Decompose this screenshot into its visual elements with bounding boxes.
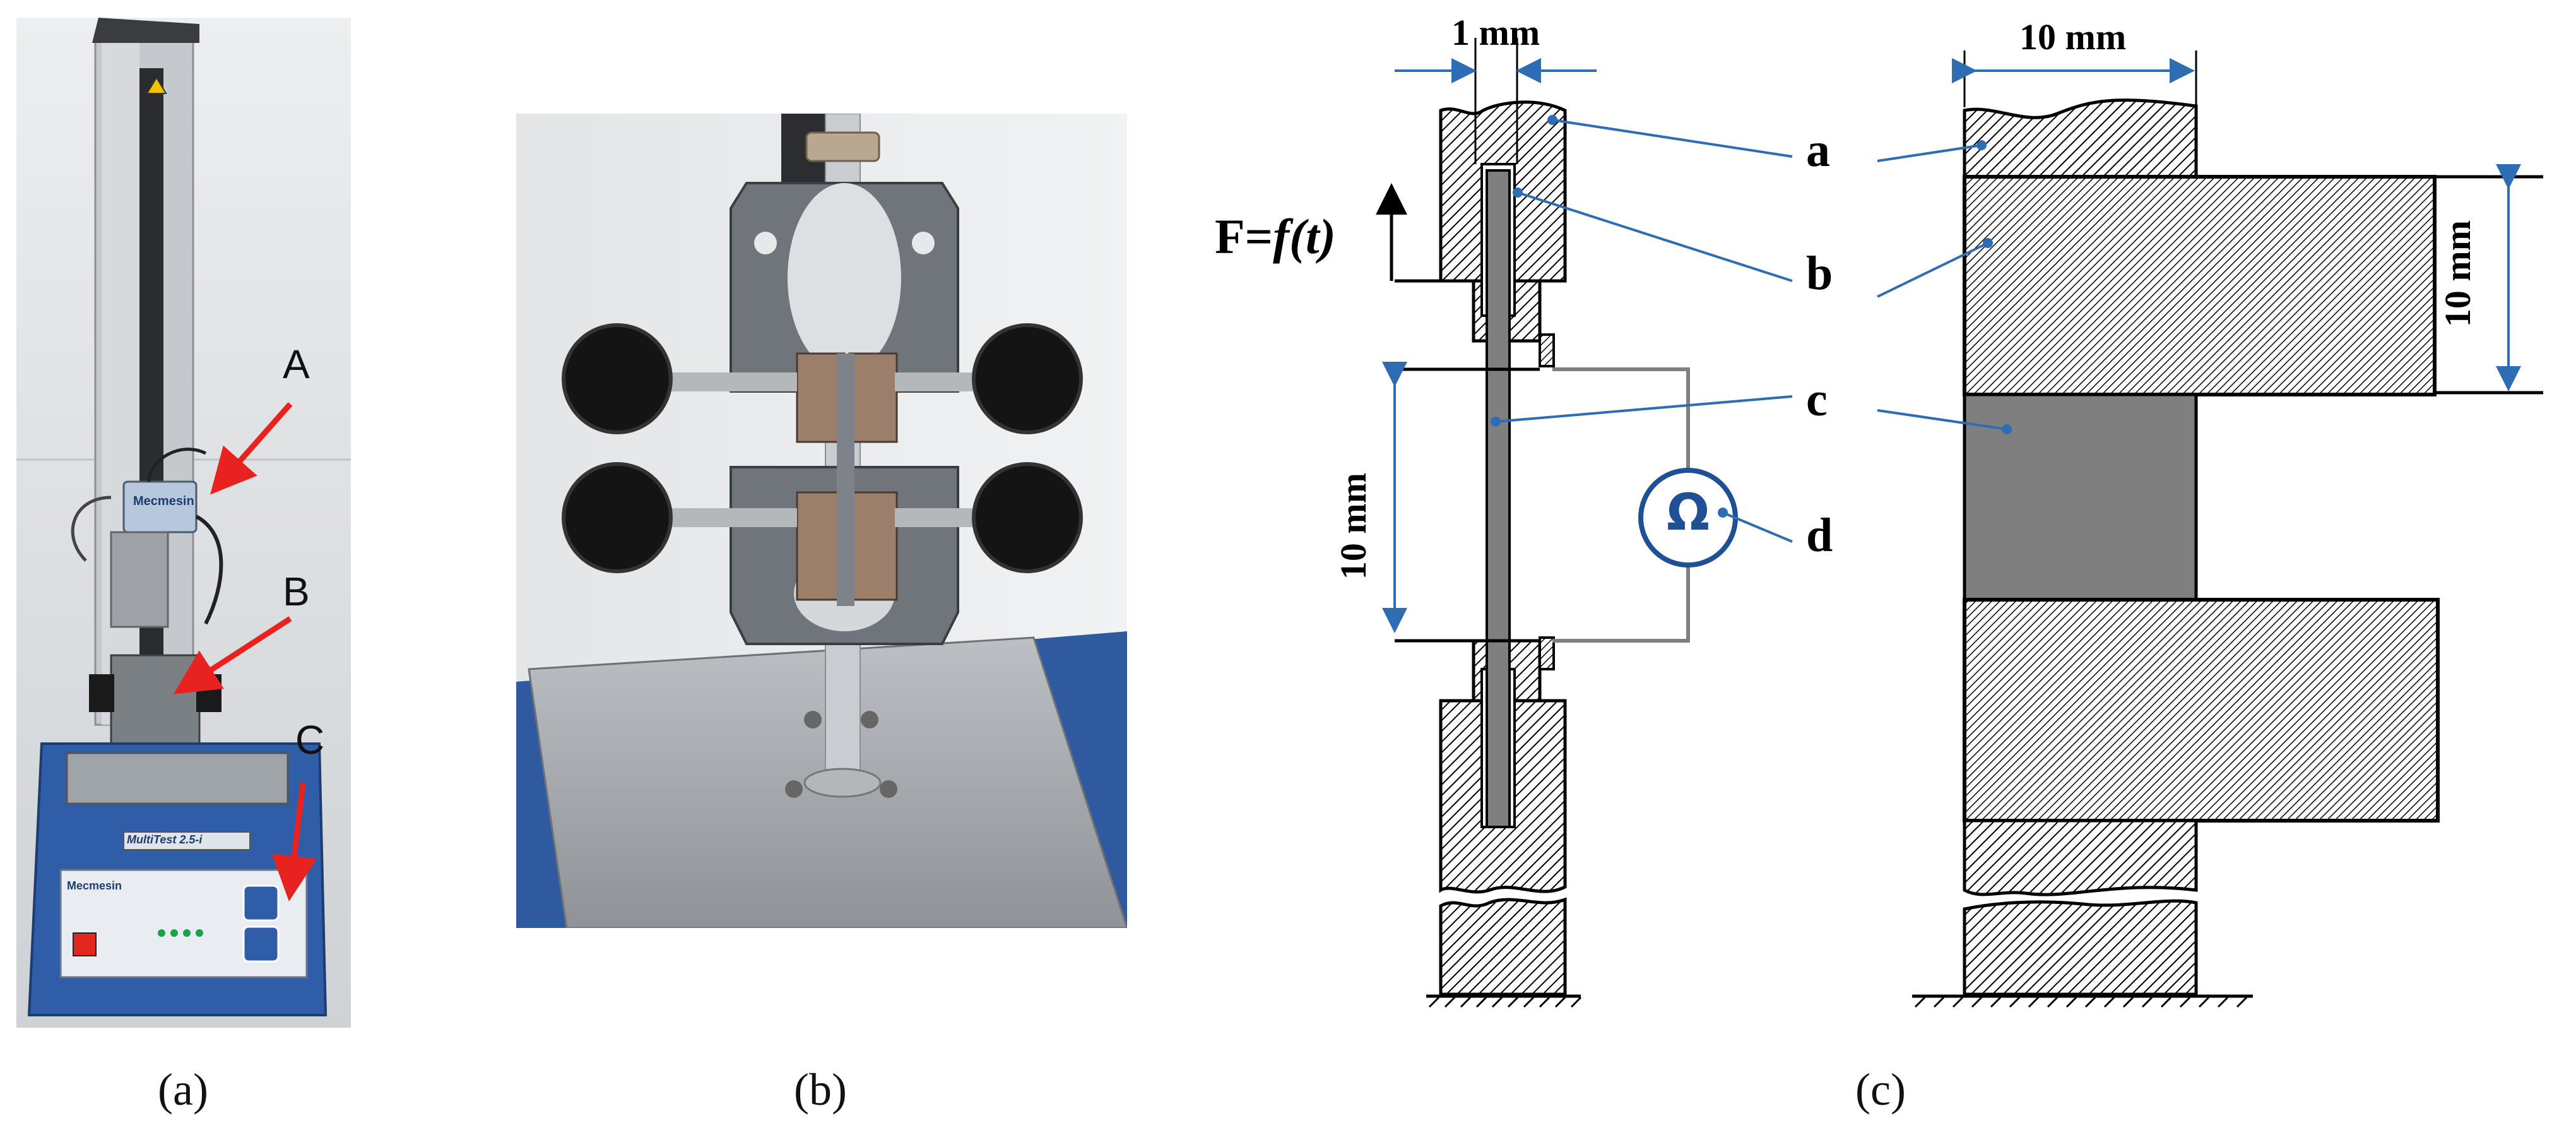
sample-strip xyxy=(1486,169,1511,828)
label-b: b xyxy=(1806,247,1833,300)
test-stand-illustration xyxy=(16,18,351,1028)
force-label-func: f(t) xyxy=(1273,209,1336,264)
panel-b-photo xyxy=(516,114,1127,928)
device-brand-label: Mecmesin xyxy=(133,494,194,508)
panel-a-photo: Mecmesin MultiTest 2.5-i Mecmesin xyxy=(16,18,351,1028)
upper-clamp-block xyxy=(1963,175,2437,396)
lower-clamp-block xyxy=(1963,598,2440,823)
grip-closeup-illustration xyxy=(516,114,1127,928)
dim-10mm-left-label: 10 mm xyxy=(1333,472,1374,580)
label-d: d xyxy=(1806,509,1833,562)
force-label-prefix: F= xyxy=(1215,209,1273,264)
caption-c: (c) xyxy=(1855,1064,1906,1115)
label-c: c xyxy=(1806,373,1828,426)
callout-C: C xyxy=(295,717,325,763)
panel-c-schematic xyxy=(1376,38,2543,1008)
dim-10mm-top-label: 10 mm xyxy=(2019,16,2127,57)
callout-B: B xyxy=(283,569,310,614)
caption-a: (a) xyxy=(158,1064,208,1115)
label-a: a xyxy=(1806,124,1830,177)
device-model-label: MultiTest 2.5-i xyxy=(127,833,203,846)
dim-10mm-right-label: 10 mm xyxy=(2437,220,2479,328)
ohm-symbol-label: Ω xyxy=(1666,483,1710,542)
dim-1mm-label: 1 mm xyxy=(1451,12,1540,53)
panel-brand-label: Mecmesin xyxy=(67,879,122,892)
caption-b: (b) xyxy=(794,1064,847,1115)
panel-a-callout-arrows xyxy=(173,402,317,901)
callout-A: A xyxy=(283,342,310,387)
sample-front xyxy=(1963,393,2198,602)
force-label: F=f(t) xyxy=(1215,208,1336,265)
